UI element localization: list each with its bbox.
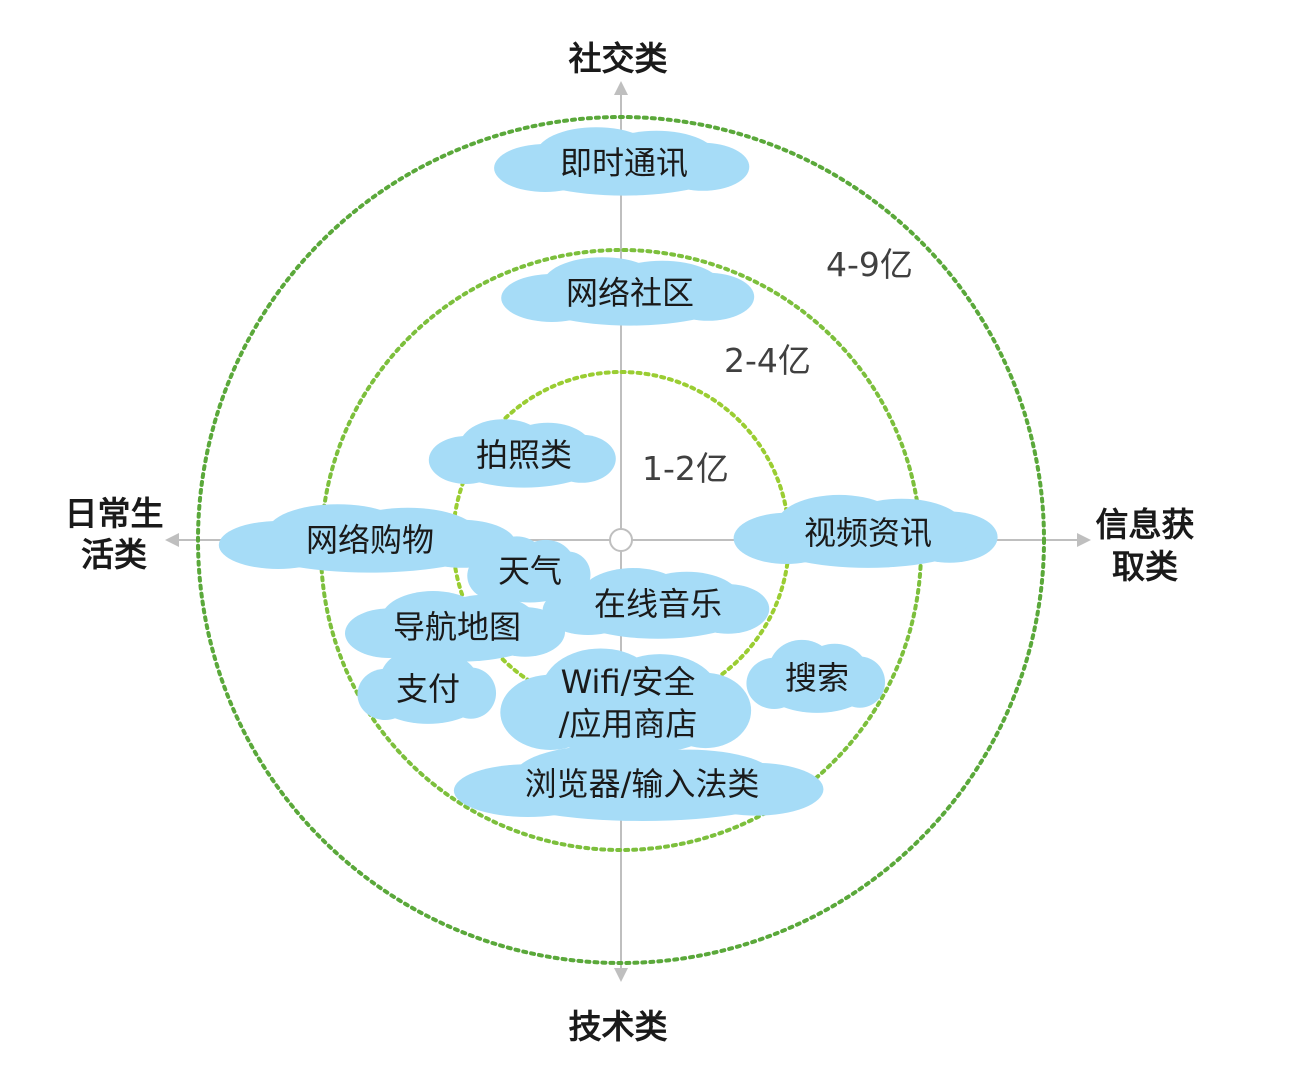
- cloud-label-weather: 天气: [498, 552, 562, 590]
- cloud-shape: [764, 661, 870, 713]
- cloud-label-wifi: /应用商店: [559, 705, 698, 743]
- cloud-label-community: 网络社区: [566, 274, 694, 312]
- cloud-shape: [373, 612, 541, 662]
- axis-label-top: 社交类: [569, 39, 668, 78]
- cloud-navigation: 导航地图: [345, 591, 565, 662]
- ring-outer: [196, 115, 1046, 965]
- cloud-label-payment: 支付: [396, 670, 460, 708]
- cloud-shape: [500, 768, 784, 821]
- cloud-search: 搜索: [746, 639, 886, 713]
- cloud-shape: [526, 147, 722, 196]
- cloud-music: 在线音乐: [542, 568, 770, 639]
- cloud-photo: 拍照类: [428, 419, 616, 488]
- cloud-shape: [571, 589, 745, 639]
- cloud-label-navigation: 导航地图: [393, 608, 521, 646]
- cloud-label-photo: 拍照类: [476, 436, 572, 474]
- cloud-label-wifi: Wifi/安全: [561, 663, 696, 701]
- cloud-shape: [452, 439, 596, 488]
- axis-label-right-line1: 信息获: [1096, 505, 1195, 544]
- cloud-community: 网络社区: [501, 257, 755, 326]
- cloud-shape: [767, 516, 969, 568]
- ring-label-inner: 1-2亿: [642, 449, 729, 488]
- cloud-label-browser: 浏览器/输入法类: [525, 765, 760, 803]
- cloud-shape: [533, 277, 727, 326]
- cloud-shape: [256, 524, 484, 573]
- axis-label-left-line2: 活类: [81, 535, 147, 574]
- cloud-label-video: 视频资讯: [804, 514, 932, 552]
- cloud-shape: [375, 672, 481, 724]
- cloud-label-shopping: 网络购物: [306, 521, 434, 559]
- cloud-wifi: Wifi/安全/应用商店: [500, 648, 752, 756]
- cloud-im: 即时通讯: [494, 127, 750, 196]
- axis-label-left-line1: 日常生: [65, 494, 164, 533]
- origin-marker: [609, 528, 633, 552]
- cloud-browser: 浏览器/输入法类: [453, 745, 824, 821]
- cloud-label-im: 即时通讯: [560, 144, 688, 182]
- cloud-payment: 支付: [357, 650, 497, 724]
- cloud-shape: [532, 680, 724, 756]
- cloud-shopping: 网络购物: [218, 504, 516, 573]
- cloud-weather: 天气: [467, 536, 591, 603]
- axis-labels: 社交类 技术类 日常生 活类 信息获 取类: [65, 39, 1195, 1046]
- axis-label-bottom: 技术类: [569, 1007, 668, 1046]
- cloud-video: 视频资讯: [733, 494, 998, 568]
- ring-labels: 1-2亿 2-4亿 4-9亿: [642, 245, 913, 488]
- ring-label-middle: 2-4亿: [724, 341, 811, 380]
- ring-label-outer: 4-9亿: [826, 245, 913, 284]
- cloud-shape: [482, 556, 578, 603]
- axis-label-right-line2: 取类: [1112, 547, 1178, 586]
- cloud-label-music: 在线音乐: [594, 585, 722, 623]
- cloud-label-search: 搜索: [785, 659, 849, 697]
